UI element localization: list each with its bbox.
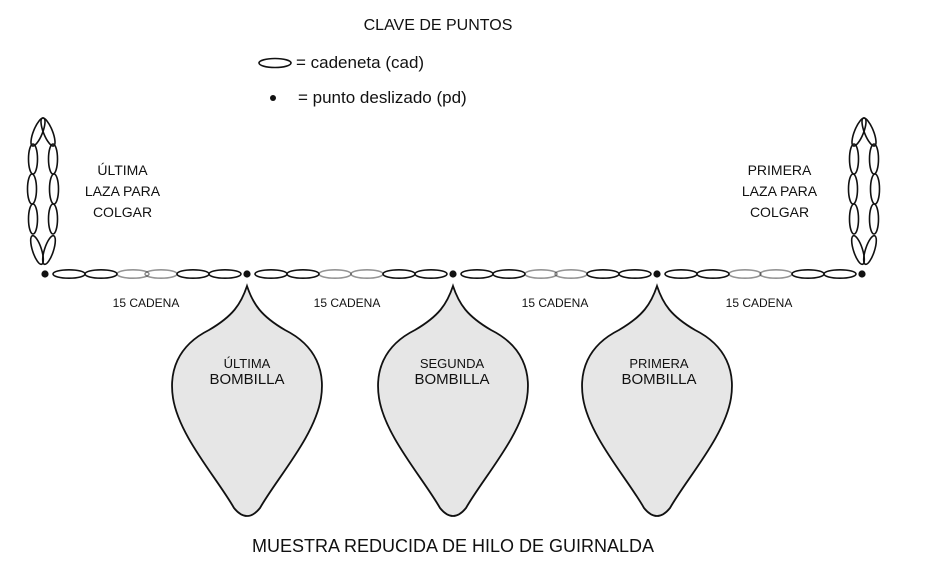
slip-stitch-dot — [449, 270, 457, 278]
chain-stitch — [759, 268, 793, 279]
chain-stitch — [791, 268, 825, 279]
loop-chain-stitch — [27, 143, 39, 175]
bulb-shape — [171, 283, 323, 517]
key-symbols — [258, 57, 292, 101]
chain-stitch — [208, 268, 242, 279]
chain-stitch — [414, 268, 448, 279]
loop-chain-stitch — [30, 117, 46, 147]
chain-stitch — [728, 268, 762, 279]
loop-chain-stitch — [848, 203, 860, 235]
chain-stitch — [618, 268, 652, 279]
loop-chain-stitch — [850, 234, 866, 266]
right-loop-label-line: PRIMERA — [747, 162, 812, 178]
loop-chain-stitch — [27, 203, 39, 235]
diagram-caption: MUESTRA REDUCIDA DE HILO DE GUIRNALDA — [251, 536, 655, 556]
chain-label: 15 CADENA — [521, 296, 589, 310]
key-title: CLAVE DE PUNTOS — [363, 17, 513, 34]
chain-stitch — [586, 268, 620, 279]
chain-stitch — [116, 268, 150, 279]
loop-chain-stitch — [40, 117, 56, 147]
slip-stitch-key-icon — [270, 95, 276, 101]
left-loop-label: ÚLTIMA LAZA PARA COLGAR — [70, 160, 175, 223]
bulb-label-line1: ÚLTIMA — [223, 356, 271, 371]
key-slip-label: = punto deslizado (pd) — [298, 88, 467, 107]
chain-stitch-key-icon — [258, 57, 292, 69]
bulb-label-line1: SEGUNDA — [419, 356, 485, 371]
bulb-shape — [581, 283, 733, 517]
chain-stitch — [492, 268, 526, 279]
chain-stitch — [84, 268, 118, 279]
loop-chain-stitch — [47, 143, 59, 175]
right-loop-label-line: COLGAR — [749, 204, 810, 220]
loop-chain-stitch — [47, 203, 59, 235]
bulb-label: PRIMERA BOMBILLA — [599, 356, 719, 388]
chain-stitch — [524, 268, 558, 279]
bulb-label-line1: PRIMERA — [629, 356, 689, 371]
chain-label: 15 CADENA — [725, 296, 793, 310]
loop-chain-stitch — [861, 117, 877, 147]
chain-stitch — [350, 268, 384, 279]
loop-chain-stitch — [862, 234, 878, 266]
chain-stitch — [460, 268, 494, 279]
loop-chain-stitch — [48, 173, 60, 205]
chain-stitch — [554, 268, 588, 279]
chain-stitch — [823, 268, 857, 279]
loop-chain-stitch — [41, 234, 57, 266]
chain-stitch — [382, 268, 416, 279]
chain-stitch — [144, 268, 178, 279]
chain-stitch — [696, 268, 730, 279]
bulb-shape — [377, 283, 529, 517]
bulb-label-line2: BOMBILLA — [621, 371, 697, 388]
bulb-label: ÚLTIMA BOMBILLA — [187, 356, 307, 388]
chain-label: 15 CADENA — [112, 296, 180, 310]
bulb-label-line2: BOMBILLA — [209, 371, 285, 388]
slip-stitch-dot — [653, 270, 661, 278]
slip-stitch-dot — [41, 270, 49, 278]
right-loop-label: PRIMERA LAZA PARA COLGAR — [727, 160, 832, 223]
loop-chain-stitch — [868, 143, 880, 175]
left-loop-label-line: COLGAR — [92, 204, 153, 220]
chain-stitch — [176, 268, 210, 279]
chain-stitch — [664, 268, 698, 279]
key-chain-label: = cadeneta (cad) — [296, 53, 425, 72]
chain-stitch — [286, 268, 320, 279]
slip-stitch-dots — [41, 270, 866, 278]
left-loop-label-line: ÚLTIMA — [97, 162, 148, 178]
left-loop-label-line: LAZA PARA — [84, 183, 161, 199]
right-loop-label-line: LAZA PARA — [741, 183, 818, 199]
chain-stitch — [318, 268, 352, 279]
bulb-shapes — [171, 283, 733, 517]
loop-chain-stitch — [868, 203, 880, 235]
loop-chain-stitch — [847, 173, 859, 205]
loop-chain-stitch — [26, 173, 38, 205]
bulb-label-line2: BOMBILLA — [414, 371, 490, 388]
chain-stitch — [52, 268, 86, 279]
loop-chain-stitch — [29, 234, 45, 266]
chain-stitches — [52, 268, 857, 279]
chain-label: 15 CADENA — [313, 296, 381, 310]
chain-stitch — [254, 268, 288, 279]
loop-chain-stitch — [869, 173, 881, 205]
bulb-label: SEGUNDA BOMBILLA — [392, 356, 512, 388]
loop-chain-stitch — [851, 117, 867, 147]
loop-chain-stitch — [848, 143, 860, 175]
slip-stitch-dot — [858, 270, 866, 278]
slip-stitch-dot — [243, 270, 251, 278]
hanging-loops — [26, 117, 881, 266]
